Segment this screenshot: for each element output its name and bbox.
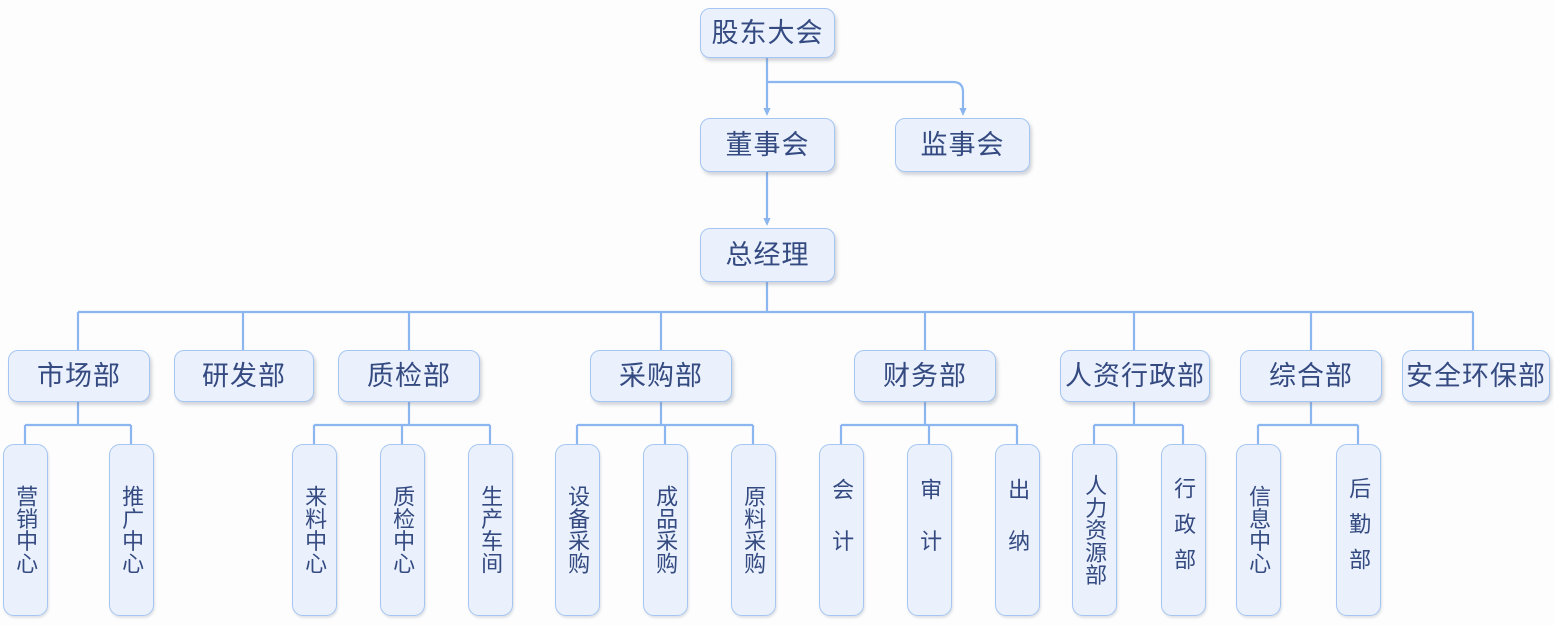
node-subunit-promotion-center[interactable]: 推广中心 [109,444,154,616]
node-label: 财务部 [883,360,967,391]
node-subunit-audit[interactable]: 审计 [907,444,952,616]
node-board-of-supervisors[interactable]: 监事会 [895,118,1030,172]
node-label: 成品采购 [653,485,679,575]
node-label: 会计 [829,478,855,582]
node-label: 营销中心 [13,485,39,575]
node-label: 总经理 [725,239,810,270]
node-department-general-affairs[interactable]: 综合部 [1240,350,1382,402]
node-label: 设备采购 [565,485,591,575]
node-label: 市场部 [37,360,121,391]
node-label: 股东大会 [711,17,824,48]
node-subunit-cashier[interactable]: 出纳 [995,444,1040,616]
node-subunit-finished-goods-procurement[interactable]: 成品采购 [643,444,688,616]
edge-shareholders-supervisors [767,80,967,116]
node-label: 行政部 [1171,476,1197,584]
node-label: 后勤部 [1346,476,1372,584]
node-label: 原料采购 [741,485,767,575]
node-label: 综合部 [1269,360,1353,391]
node-subunit-information-center[interactable]: 信息中心 [1236,444,1281,616]
node-department-marketing[interactable]: 市场部 [8,350,150,402]
node-department-quality[interactable]: 质检部 [338,350,480,402]
node-department-purchasing[interactable]: 采购部 [590,350,732,402]
node-department-finance[interactable]: 财务部 [854,350,996,402]
node-label: 生产车间 [478,485,504,575]
node-subunit-raw-material-procurement[interactable]: 原料采购 [731,444,776,616]
node-label: 来料中心 [302,485,328,575]
node-subunit-equipment-procurement[interactable]: 设备采购 [555,444,600,616]
node-subunit-production-workshop[interactable]: 生产车间 [468,444,513,616]
node-shareholders-meeting[interactable]: 股东大会 [700,8,835,58]
node-subunit-sales-center[interactable]: 营销中心 [3,444,48,616]
node-subunit-incoming-material-center[interactable]: 来料中心 [292,444,337,616]
node-subunit-logistics[interactable]: 后勤部 [1336,444,1381,616]
node-board-of-directors[interactable]: 董事会 [700,118,835,172]
node-label: 推广中心 [119,485,145,575]
node-label: 研发部 [202,360,286,391]
node-subunit-administration[interactable]: 行政部 [1161,444,1206,616]
node-subunit-human-resources[interactable]: 人力资源部 [1072,444,1117,616]
node-department-hr-admin[interactable]: 人资行政部 [1060,350,1210,402]
node-label: 监事会 [920,129,1005,160]
node-label: 信息中心 [1246,485,1272,575]
node-label: 安全环保部 [1406,360,1546,391]
node-label: 人资行政部 [1065,360,1205,391]
node-subunit-accounting[interactable]: 会计 [819,444,864,616]
node-general-manager[interactable]: 总经理 [700,228,835,282]
node-subunit-quality-inspection-center[interactable]: 质检中心 [380,444,425,616]
node-label: 采购部 [619,360,703,391]
node-label: 董事会 [725,129,810,160]
node-label: 出纳 [1005,478,1031,582]
node-label: 人力资源部 [1082,473,1108,587]
node-label: 质检中心 [390,485,416,575]
node-label: 审计 [917,478,943,582]
node-label: 质检部 [367,360,451,391]
node-department-rnd[interactable]: 研发部 [174,350,314,402]
node-department-safety-environment[interactable]: 安全环保部 [1402,350,1550,402]
